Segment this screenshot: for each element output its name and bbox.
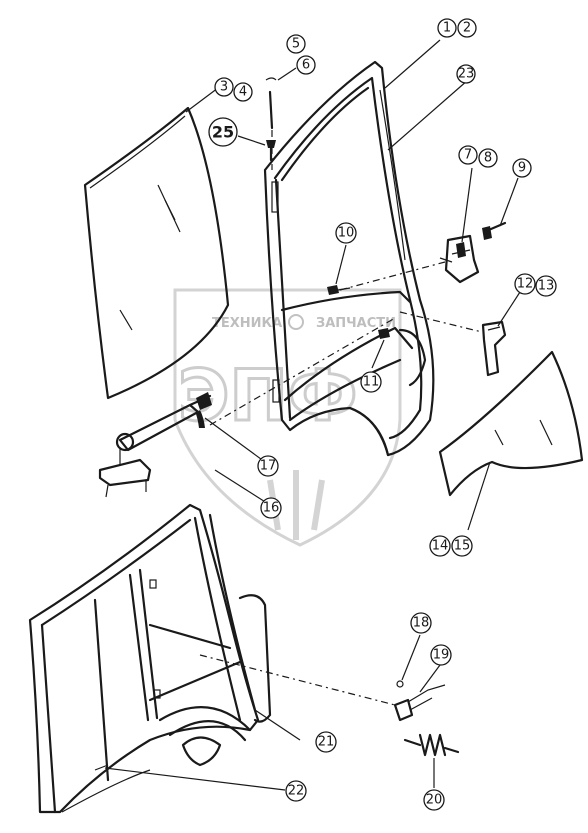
bolt-9 (482, 221, 507, 240)
latch-19 (393, 684, 446, 722)
svg-text:4: 4 (239, 85, 247, 100)
assembly-lines (199, 130, 483, 706)
svg-text:14: 14 (432, 539, 449, 554)
callout-12: 12 (514, 273, 536, 295)
callout-22: 22 (285, 780, 307, 802)
screw-25 (266, 140, 276, 162)
svg-text:11: 11 (363, 375, 380, 390)
svg-text:19: 19 (433, 648, 450, 663)
callout-7: 7 (458, 145, 478, 165)
svg-text:10: 10 (338, 226, 355, 241)
callout-18: 18 (410, 612, 432, 634)
svg-text:5: 5 (292, 37, 300, 52)
hinge-7-8 (439, 234, 480, 284)
callout-20: 20 (423, 789, 445, 811)
svg-text:3: 3 (220, 80, 228, 95)
callout-1: 1 (437, 18, 457, 38)
callout-10: 10 (335, 222, 357, 244)
nut-11 (378, 328, 390, 339)
svg-text:13: 13 (538, 279, 555, 294)
svg-text:6: 6 (302, 58, 310, 73)
handle-12-13 (481, 320, 507, 377)
watermark-text-left: ТЕХНИКА (212, 316, 282, 331)
pin-5-6 (265, 77, 277, 130)
callout-2: 2 (457, 18, 477, 38)
callout-11: 11 (360, 371, 382, 393)
callout-4: 4 (233, 82, 253, 102)
callout-9: 9 (512, 158, 532, 178)
svg-text:12: 12 (517, 277, 534, 292)
callout-14: 14 (429, 535, 451, 557)
watermark-text-right: ЗАПЧАСТИ (316, 316, 396, 331)
svg-text:20: 20 (426, 793, 443, 808)
watermark-gear-icon (288, 314, 304, 330)
callout-17: 17 (257, 455, 279, 477)
callouts: 1 2 3 4 5 6 7 8 (208, 18, 557, 811)
svg-text:8: 8 (484, 151, 492, 166)
callout-8: 8 (478, 148, 498, 168)
svg-text:25: 25 (212, 123, 234, 142)
spring-20 (403, 733, 460, 757)
callout-16: 16 (260, 497, 282, 519)
lower-cab-frame (28, 503, 272, 814)
callout-5: 5 (286, 34, 306, 54)
svg-text:15: 15 (454, 539, 471, 554)
callout-15: 15 (451, 535, 473, 557)
svg-text:22: 22 (288, 784, 305, 799)
leader-lines (104, 39, 521, 791)
svg-text:21: 21 (318, 735, 335, 750)
callout-19: 19 (430, 644, 452, 666)
right-glass-piece (438, 350, 584, 497)
svg-text:23: 23 (458, 67, 475, 82)
callout-23: 23 (456, 64, 476, 84)
callout-6: 6 (296, 55, 316, 75)
left-glass-pane (83, 106, 230, 400)
gas-strut (98, 392, 212, 498)
callout-13: 13 (535, 275, 557, 297)
svg-text:16: 16 (263, 501, 280, 516)
svg-text:2: 2 (463, 21, 471, 36)
svg-text:1: 1 (443, 21, 451, 36)
svg-text:9: 9 (518, 161, 526, 176)
svg-text:7: 7 (464, 148, 472, 163)
callout-21: 21 (315, 731, 337, 753)
washer-18 (396, 680, 404, 688)
callout-25: 25 (208, 117, 238, 147)
door-frame (263, 60, 435, 457)
callout-3: 3 (214, 77, 234, 97)
svg-text:17: 17 (260, 459, 277, 474)
svg-text:18: 18 (413, 616, 430, 631)
